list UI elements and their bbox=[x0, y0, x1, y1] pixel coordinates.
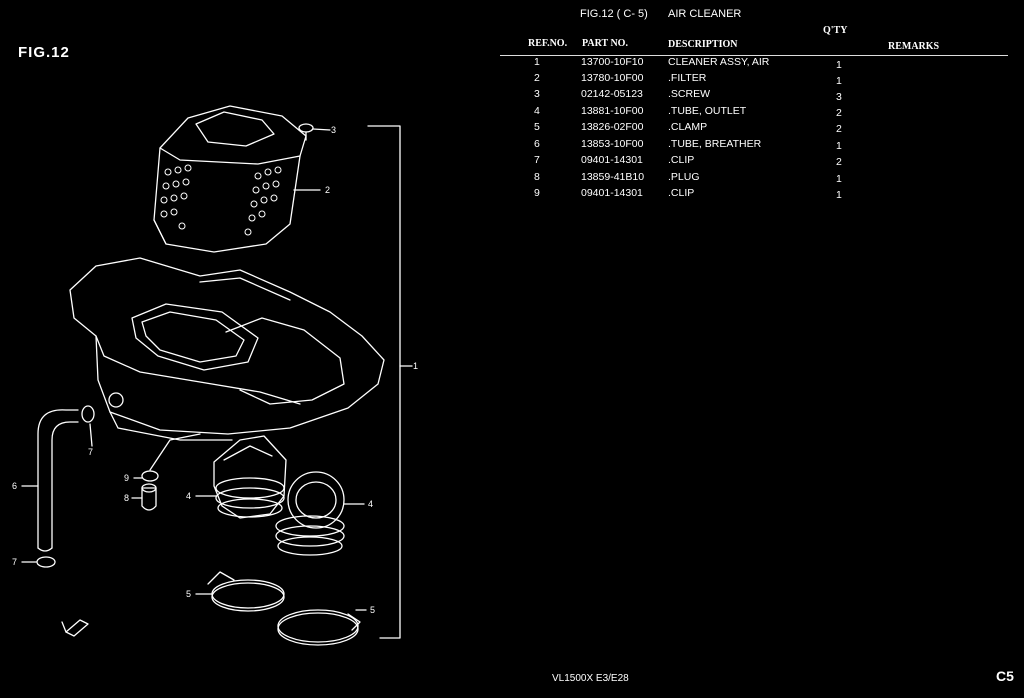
row-qty: 1 bbox=[836, 140, 842, 152]
figure-label: FIG.12 bbox=[18, 44, 70, 61]
table-row: 5 13826-02F00 .CLAMP 2 bbox=[0, 121, 1024, 137]
breather-tube-drawing bbox=[37, 409, 79, 552]
clamp-right-drawing bbox=[277, 609, 361, 646]
clip-lower-drawing bbox=[21, 556, 56, 568]
row-part-no: 09401-14301 bbox=[581, 154, 643, 166]
row-part-no: 13700-10F10 bbox=[581, 56, 644, 68]
housing-drawing bbox=[69, 257, 385, 441]
row-part-no: 02142-05123 bbox=[581, 88, 643, 100]
row-description: .FILTER bbox=[668, 72, 707, 84]
row-part-no: 09401-14301 bbox=[581, 187, 643, 199]
page-number: C5 bbox=[996, 668, 1014, 684]
row-description: .CLIP bbox=[668, 187, 695, 199]
table-row: 7 09401-14301 .CLIP 2 bbox=[0, 154, 1024, 170]
row-description: .CLIP bbox=[668, 154, 695, 166]
row-description: .SCREW bbox=[668, 88, 710, 100]
plug-drawing bbox=[131, 483, 157, 511]
table-row: 4 13881-10F00 .TUBE, OUTLET 2 bbox=[0, 105, 1024, 121]
row-ref: 8 bbox=[534, 171, 540, 183]
row-qty: 3 bbox=[836, 91, 842, 103]
table-row: 1 13700-10F10 CLEANER ASSY, AIR 1 bbox=[0, 56, 1024, 72]
callout-4a: 4 bbox=[186, 491, 191, 501]
row-qty: 1 bbox=[836, 189, 842, 201]
callout-4b: 4 bbox=[368, 499, 373, 509]
table-row: 8 13859-41B10 .PLUG 1 bbox=[0, 171, 1024, 187]
header-qty: Q'TY bbox=[823, 25, 848, 36]
callout-5b: 5 bbox=[370, 605, 375, 615]
callout-1: 1 bbox=[413, 361, 418, 371]
row-part-no: 13826-02F00 bbox=[581, 121, 644, 133]
front-arrow-icon bbox=[61, 619, 89, 637]
row-part-no: 13853-10F00 bbox=[581, 138, 644, 150]
clip-nine-drawing bbox=[133, 433, 201, 482]
header-remarks: REMARKS bbox=[888, 41, 940, 52]
assembly-bracket bbox=[367, 125, 401, 639]
callout-3: 3 bbox=[331, 125, 336, 135]
row-qty: 1 bbox=[836, 59, 842, 71]
row-qty: 2 bbox=[836, 107, 842, 119]
table-row: 3 02142-05123 .SCREW 3 bbox=[0, 88, 1024, 104]
row-description: .TUBE, BREATHER bbox=[668, 138, 762, 150]
header-description: DESCRIPTION bbox=[668, 39, 738, 50]
callout-7a: 7 bbox=[88, 447, 93, 457]
row-qty: 2 bbox=[836, 156, 842, 168]
table-row: 6 13853-10F00 .TUBE, BREATHER 1 bbox=[0, 138, 1024, 154]
header-divider bbox=[500, 55, 1008, 56]
row-ref: 3 bbox=[534, 88, 540, 100]
callout-2: 2 bbox=[325, 185, 330, 195]
row-description: .CLAMP bbox=[668, 121, 708, 133]
outlet-tube-right-drawing bbox=[275, 471, 345, 556]
row-part-no: 13780-10F00 bbox=[581, 72, 644, 84]
filter-element-drawing bbox=[153, 105, 307, 253]
callout-6: 6 bbox=[12, 481, 17, 491]
row-description: .TUBE, OUTLET bbox=[668, 105, 747, 117]
row-qty: 1 bbox=[836, 75, 842, 87]
row-qty: 2 bbox=[836, 123, 842, 135]
row-ref: 4 bbox=[534, 105, 540, 117]
callout-8: 8 bbox=[124, 493, 129, 503]
row-ref: 7 bbox=[534, 154, 540, 166]
clamp-left-drawing bbox=[207, 571, 285, 612]
outlet-tube-left-drawing bbox=[213, 435, 287, 519]
figure-title: AIR CLEANER bbox=[668, 8, 742, 20]
model-code: VL1500X E3/E28 bbox=[552, 673, 629, 684]
row-ref: 5 bbox=[534, 121, 540, 133]
row-part-no: 13881-10F00 bbox=[581, 105, 644, 117]
header-ref-no: REF.NO. bbox=[528, 38, 568, 49]
table-row: 9 09401-14301 .CLIP 1 bbox=[0, 187, 1024, 203]
row-part-no: 13859-41B10 bbox=[581, 171, 645, 183]
table-row: 2 13780-10F00 .FILTER 1 bbox=[0, 72, 1024, 88]
row-ref: 2 bbox=[534, 72, 540, 84]
screw-drawing bbox=[298, 123, 331, 141]
figure-code: FIG.12 ( C- 5) bbox=[580, 8, 648, 20]
row-qty: 1 bbox=[836, 173, 842, 185]
callout-7b: 7 bbox=[12, 557, 17, 567]
row-ref: 6 bbox=[534, 138, 540, 150]
callout-5a: 5 bbox=[186, 589, 191, 599]
row-description: CLEANER ASSY, AIR bbox=[668, 56, 770, 68]
clip-upper-drawing bbox=[81, 405, 95, 447]
row-description: .PLUG bbox=[668, 171, 700, 183]
row-ref: 9 bbox=[534, 187, 540, 199]
header-part-no: PART NO. bbox=[582, 38, 628, 49]
callout-9: 9 bbox=[124, 473, 129, 483]
row-ref: 1 bbox=[534, 56, 540, 68]
